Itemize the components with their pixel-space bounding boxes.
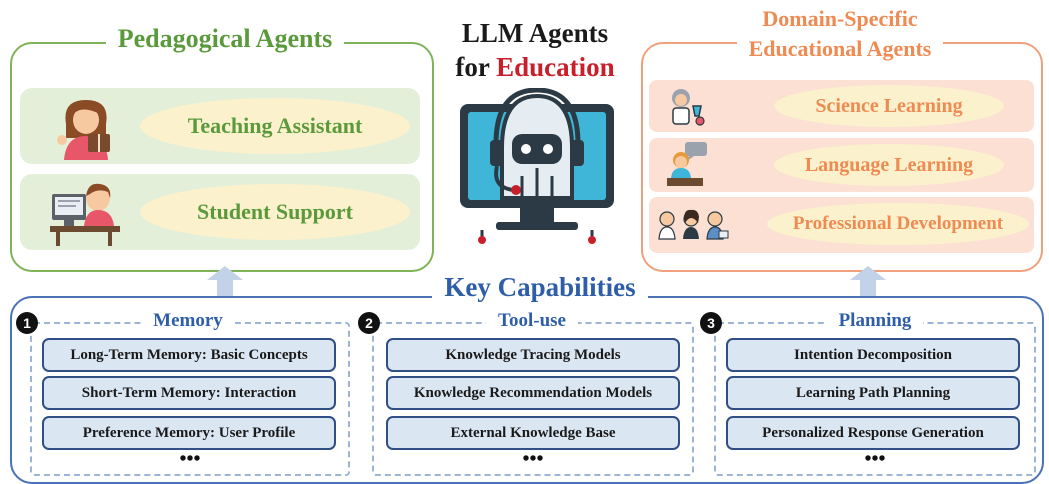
memory-number-badge: 1 [16,312,38,334]
memory-item: Long-Term Memory: Basic Concepts [42,338,336,372]
planning-number-badge: 3 [700,312,722,334]
domain-item-science: Science Learning [649,80,1034,132]
memory-item: Preference Memory: User Profile [42,416,336,450]
pedagogical-item-student-support: Student Support [20,174,420,250]
memory-more-dots: ••• [179,448,201,470]
language-learning-label: Language Learning [774,144,1004,186]
planning-more-dots: ••• [864,448,886,470]
planning-title: Planning [810,310,940,332]
scientist-icon [672,89,705,126]
tool-use-item: Knowledge Tracing Models [386,338,680,372]
center-title: LLM Agents for Education [440,16,630,84]
tool-use-item: Knowledge Recommendation Models [386,376,680,410]
teaching-assistant-label: Teaching Assistant [140,98,410,154]
teacher-reading-icon [57,100,110,160]
center-title-line2: for Education [455,52,615,82]
professionals-icon [658,209,729,240]
language-teacher-icon [667,142,707,186]
domain-agents-title: Domain-Specific Educational Agents [660,4,1020,64]
pedagogical-item-teaching-assistant: Teaching Assistant [20,88,420,164]
tool-use-number-badge: 2 [358,312,380,334]
professional-development-label: Professional Development [767,203,1029,245]
tool-use-item: External Knowledge Base [386,416,680,450]
key-capabilities-title: Key Capabilities [420,272,660,303]
planning-item: Personalized Response Generation [726,416,1020,450]
robot-monitor-icon [460,88,614,244]
center-title-line1: LLM Agents [461,18,609,48]
planning-item: Learning Path Planning [726,376,1020,410]
domain-item-professional: Professional Development [649,197,1034,253]
tool-use-more-dots: ••• [522,448,544,470]
tool-use-title: Tool-use [470,310,594,332]
domain-item-language: Language Learning [649,138,1034,192]
memory-item: Short-Term Memory: Interaction [42,376,336,410]
science-learning-label: Science Learning [774,85,1004,127]
arrow-up-right-icon [850,266,886,296]
education-highlight: Education [496,52,615,82]
student-support-label: Student Support [140,184,410,240]
arrow-up-left-icon [207,266,243,296]
student-computer-icon [50,183,120,246]
planning-item: Intention Decomposition [726,338,1020,372]
pedagogical-agents-title: Pedagogical Agents [0,24,450,54]
memory-title: Memory [128,310,248,332]
